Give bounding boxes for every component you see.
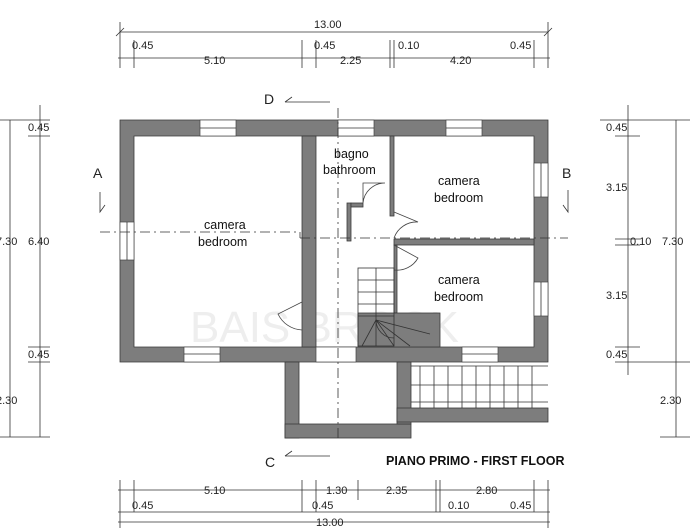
top-dim-6: 0.45: [510, 40, 531, 52]
staircase: [357, 267, 548, 408]
section-label-d: D: [264, 91, 274, 107]
section-label-a: A: [93, 165, 103, 181]
top-total-dim: 13.00: [314, 19, 342, 31]
left-dimensions: 7.30 0.45 6.40 0.45 2.30: [0, 105, 50, 438]
room1-label-it: camera: [204, 218, 246, 232]
section-label-b: B: [562, 165, 571, 181]
section-label-c: C: [265, 454, 275, 470]
room1-label-en: bedroom: [198, 235, 247, 249]
windows: [119, 119, 549, 363]
top-dim-0: 0.45: [132, 40, 153, 52]
room2-label-it: camera: [438, 174, 480, 188]
top-dim-2: 0.45: [314, 40, 335, 52]
right-dim-1: 3.15: [606, 182, 627, 194]
bottom-dim-upper-2: 2.35: [386, 485, 407, 497]
left-total-dim: 7.30: [0, 236, 17, 248]
bottom-dim-upper-0: 5.10: [204, 485, 225, 497]
bottom-dim-lower-3: 0.45: [510, 500, 531, 512]
section-lines: [99, 96, 569, 457]
left-dim-2: 0.45: [28, 349, 49, 361]
left-dim-3: 2.30: [0, 395, 17, 407]
doors: [277, 182, 419, 331]
bottom-dim-lower-2: 0.10: [448, 500, 469, 512]
room3-label-en: bedroom: [434, 290, 483, 304]
right-dimensions: 0.45 3.15 0.10 3.15 0.45 7.30 2.30: [600, 105, 690, 438]
top-dim-3: 2.25: [340, 55, 361, 67]
left-dim-0: 0.45: [28, 122, 49, 134]
right-dim-2: 0.10: [630, 236, 651, 248]
plan-title: PIANO PRIMO - FIRST FLOOR: [386, 454, 564, 468]
bath-label-en: bathroom: [323, 163, 376, 177]
left-dim-1: 6.40: [28, 236, 49, 248]
bottom-dim-lower-0: 0.45: [132, 500, 153, 512]
right-dim-4: 0.45: [606, 349, 627, 361]
top-dimensions: 13.00 0.45 5.10 0.45 2.25 0.10 4.20 0.45: [115, 19, 553, 68]
right-dim-5: 2.30: [660, 395, 681, 407]
room2-label-en: bedroom: [434, 191, 483, 205]
bottom-dim-lower-1: 0.45: [312, 500, 333, 512]
walls: [119, 119, 549, 439]
bottom-total-dim: 13.00: [316, 517, 344, 529]
bottom-dimensions: 5.10 1.30 2.35 2.80 0.45 0.45 0.10 0.45 …: [118, 480, 550, 529]
bath-label-it: bagno: [334, 147, 369, 161]
bottom-dim-upper-1: 1.30: [326, 485, 347, 497]
top-dim-4: 0.10: [398, 40, 419, 52]
bottom-dim-upper-3: 2.80: [476, 485, 497, 497]
right-dim-0: 0.45: [606, 122, 627, 134]
right-dim-3: 3.15: [606, 290, 627, 302]
right-total-dim: 7.30: [662, 236, 683, 248]
room3-label-it: camera: [438, 273, 480, 287]
top-dim-1: 5.10: [204, 55, 225, 67]
top-dim-5: 4.20: [450, 55, 471, 67]
